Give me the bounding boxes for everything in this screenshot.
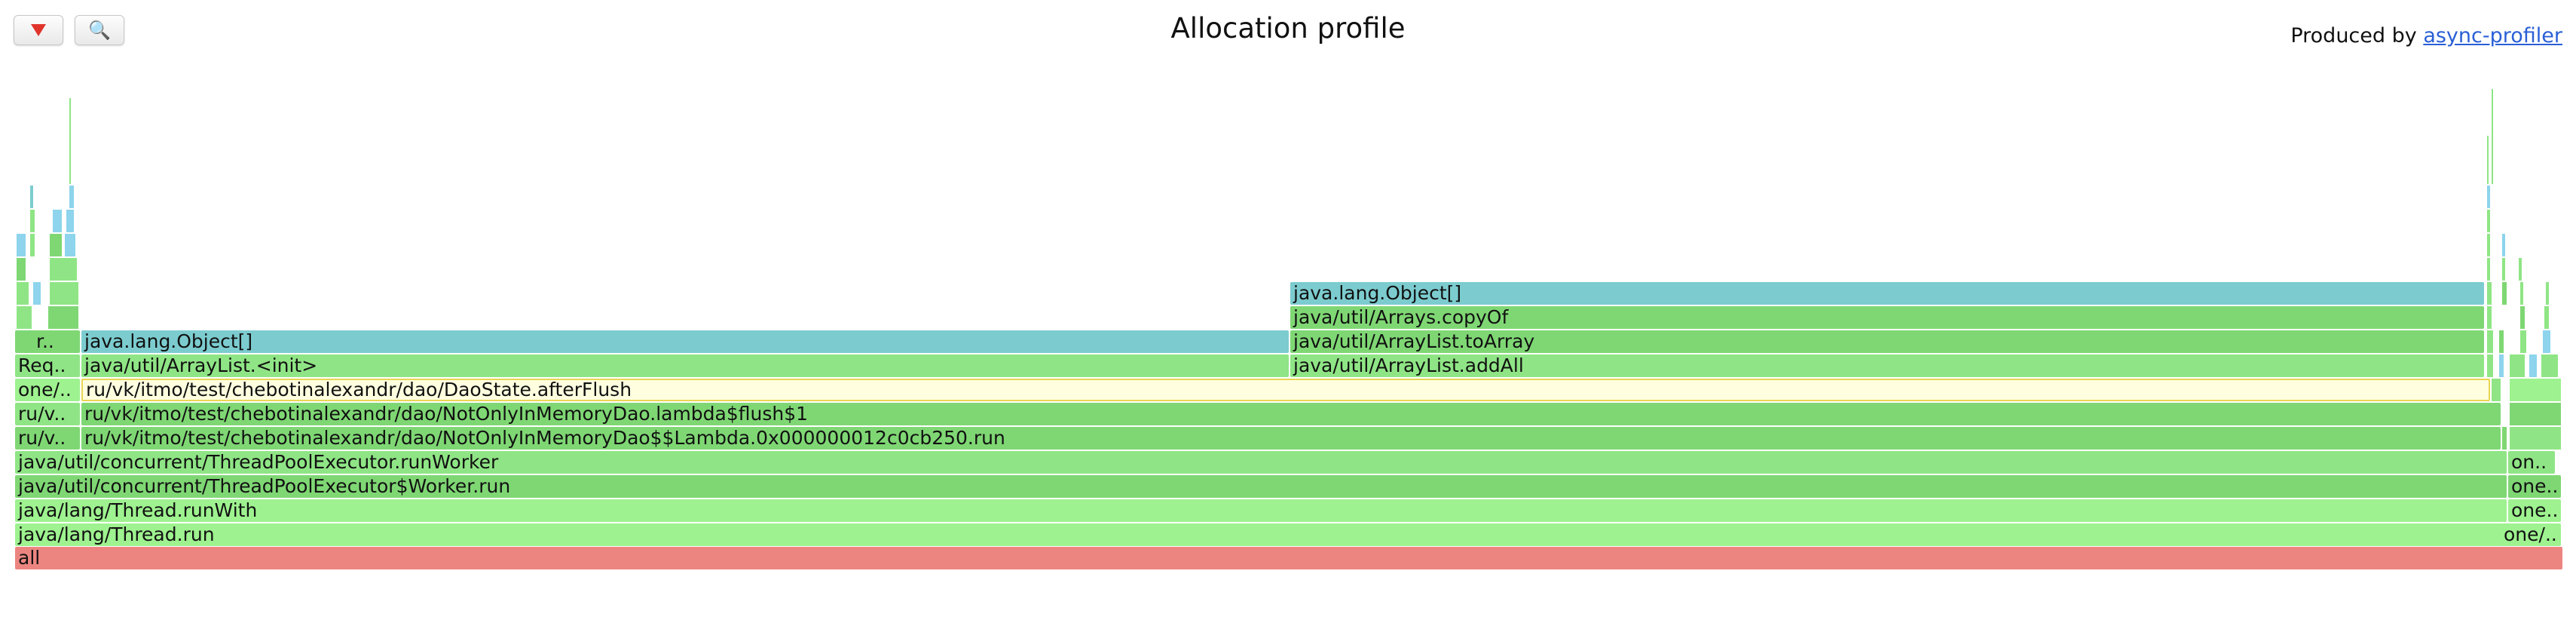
frame-sliver[interactable] — [30, 210, 35, 232]
frame-sliver[interactable] — [2546, 282, 2549, 305]
produced-by: Produced by async-profiler — [2290, 24, 2562, 48]
frame-copy-of[interactable]: java/util/Arrays.copyOf — [1290, 306, 2484, 329]
search-button[interactable]: 🔍 — [75, 15, 124, 45]
frame-sliver[interactable] — [2487, 282, 2492, 305]
frame-thread-run-with[interactable]: java/lang/Thread.runWith — [15, 499, 2507, 522]
frame-sliver[interactable] — [2510, 379, 2561, 401]
frame-sliver[interactable] — [33, 282, 41, 305]
frame-sliver[interactable] — [2487, 306, 2492, 329]
frame-sliver[interactable] — [2502, 234, 2505, 256]
frame-to-array[interactable]: java/util/ArrayList.toArray — [1290, 330, 2484, 353]
magnifier-icon: 🔍 — [88, 20, 111, 41]
frame-sliver[interactable] — [17, 282, 29, 305]
frame-sliver[interactable] — [2510, 354, 2525, 377]
frame-object-array-left[interactable]: java.lang.Object[] — [81, 330, 1289, 353]
frame-sliver[interactable] — [2520, 282, 2523, 305]
produced-by-prefix: Produced by — [2290, 24, 2424, 48]
frame-left-rv1[interactable]: ru/v.. — [15, 427, 80, 450]
frame-sliver[interactable] — [2492, 379, 2501, 401]
frame-right-one3[interactable]: one.. — [2508, 475, 2561, 498]
frame-sliver[interactable] — [2541, 354, 2558, 377]
frame-sliver[interactable] — [2487, 136, 2489, 184]
frame-sliver[interactable] — [48, 306, 78, 329]
frame-after-flush[interactable]: ru/vk/itmo/test/chebotinalexandr/dao/Dao… — [81, 379, 2490, 401]
frame-sliver[interactable] — [17, 258, 26, 281]
frame-sliver[interactable] — [2502, 258, 2505, 281]
frame-sliver[interactable] — [30, 186, 33, 208]
frame-sliver[interactable] — [2487, 234, 2490, 256]
reverse-button[interactable] — [14, 15, 63, 45]
frame-right-one1[interactable]: one/.. — [2501, 523, 2561, 546]
frame-all[interactable]: all — [15, 547, 2562, 569]
frame-sliver[interactable] — [50, 258, 77, 281]
frame-sliver[interactable] — [2543, 330, 2550, 353]
frame-left-req[interactable]: Req.. — [15, 354, 80, 377]
frame-sliver[interactable] — [65, 234, 75, 256]
frame-sliver[interactable] — [2499, 354, 2504, 377]
frame-lambda-run[interactable]: ru/vk/itmo/test/chebotinalexandr/dao/Not… — [81, 427, 2501, 450]
frame-sliver[interactable] — [2519, 258, 2522, 281]
frame-sliver[interactable] — [2520, 306, 2525, 329]
frame-sliver[interactable] — [69, 98, 71, 184]
frame-sliver[interactable] — [50, 234, 62, 256]
frame-left-r[interactable]: r.. — [15, 330, 80, 353]
async-profiler-link[interactable]: async-profiler — [2423, 24, 2562, 48]
frame-add-all[interactable]: java/util/ArrayList.addAll — [1290, 354, 2484, 377]
frame-sliver[interactable] — [2487, 210, 2490, 232]
frame-sliver[interactable] — [17, 234, 26, 256]
frame-sliver[interactable] — [2487, 186, 2490, 208]
frame-sliver[interactable] — [2510, 427, 2561, 450]
frame-right-on[interactable]: on.. — [2508, 451, 2555, 474]
reverse-triangle-icon — [31, 24, 46, 36]
frame-sliver[interactable] — [69, 186, 74, 208]
frame-sliver[interactable] — [2520, 330, 2526, 353]
frame-sliver[interactable] — [2502, 282, 2507, 305]
frame-thread-run[interactable]: java/lang/Thread.run — [15, 523, 2502, 546]
frame-right-one2[interactable]: one.. — [2508, 499, 2561, 522]
frame-sliver[interactable] — [2502, 427, 2507, 450]
frame-left-rv2[interactable]: ru/v.. — [15, 403, 80, 425]
frame-sliver[interactable] — [2487, 258, 2490, 281]
frame-sliver[interactable] — [30, 234, 35, 256]
frame-run-worker[interactable]: java/util/concurrent/ThreadPoolExecutor.… — [15, 451, 2507, 474]
frame-worker-run[interactable]: java/util/concurrent/ThreadPoolExecutor$… — [15, 475, 2507, 498]
frame-sliver[interactable] — [17, 306, 32, 329]
frame-sliver[interactable] — [66, 210, 74, 232]
frame-object-array-right[interactable]: java.lang.Object[] — [1290, 282, 2484, 305]
frame-sliver[interactable] — [2544, 306, 2549, 329]
frame-lambda-flush[interactable]: ru/vk/itmo/test/chebotinalexandr/dao/Not… — [81, 403, 2501, 425]
page-title: Allocation profile — [1170, 12, 1406, 44]
frame-sliver[interactable] — [53, 210, 62, 232]
frame-sliver[interactable] — [2492, 89, 2493, 184]
frame-sliver[interactable] — [2529, 354, 2537, 377]
frame-arraylist-init[interactable]: java/util/ArrayList.<init> — [81, 354, 1289, 377]
frame-left-one[interactable]: one/.. — [15, 379, 80, 401]
frame-sliver[interactable] — [2487, 354, 2493, 377]
frame-sliver[interactable] — [50, 282, 78, 305]
frame-sliver[interactable] — [2487, 330, 2493, 353]
frame-sliver[interactable] — [2499, 330, 2504, 353]
frame-sliver[interactable] — [2510, 403, 2561, 425]
